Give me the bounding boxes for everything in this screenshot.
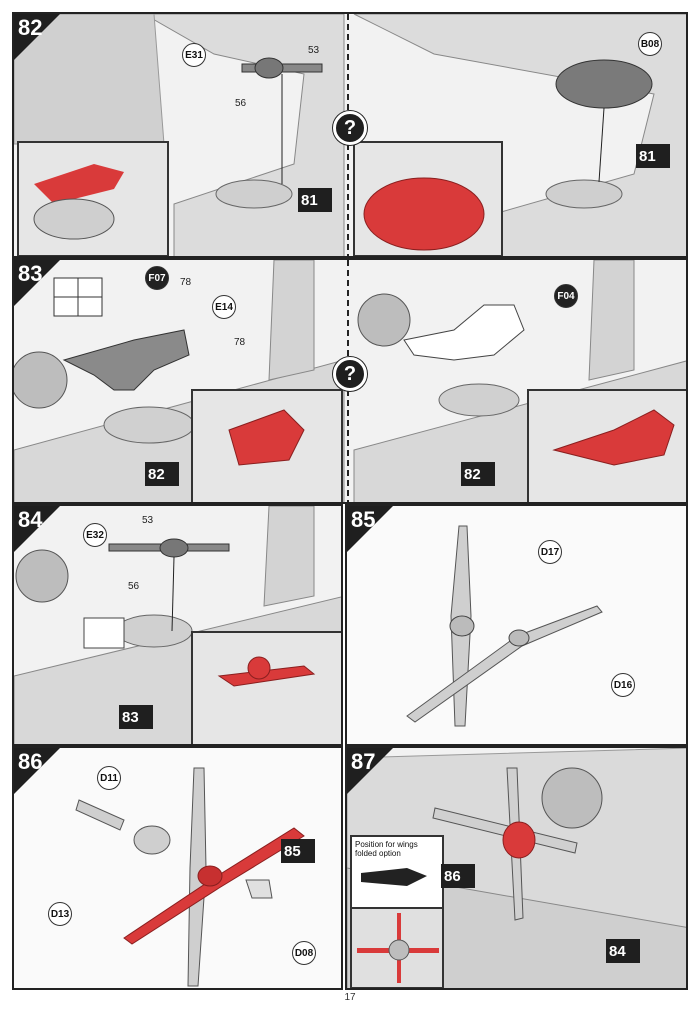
step-84-illustration xyxy=(14,506,341,744)
step-82-corner xyxy=(14,14,60,60)
ref-step-85: 85 xyxy=(281,839,315,863)
step-86-corner xyxy=(14,748,60,794)
callout-e31: E31 xyxy=(182,43,206,67)
callout-d17: D17 xyxy=(538,540,562,564)
ref-step-84: 84 xyxy=(606,939,640,963)
callout-e32: E32 xyxy=(83,523,107,547)
step-87-panel: 87 Position for wings folded option 86 8… xyxy=(345,746,688,990)
ref-step-83: 83 xyxy=(119,705,153,729)
wings-folded-note: Position for wings folded option xyxy=(355,840,418,858)
callout-f07: F07 xyxy=(145,266,169,290)
callout-d11: D11 xyxy=(97,766,121,790)
question-icon: ? xyxy=(333,111,367,145)
part-number-53: 53 xyxy=(142,515,154,526)
step-82-illustration xyxy=(14,14,686,256)
step-84-panel: 84 E32 53 56 83 xyxy=(12,504,343,746)
ref-step-82: 82 xyxy=(461,462,495,486)
step-85-illustration xyxy=(406,525,603,727)
part-number-78: 78 xyxy=(180,277,192,288)
part-number-53: 53 xyxy=(308,45,320,56)
step-85-corner xyxy=(347,506,393,552)
page-number: 17 xyxy=(344,992,356,1003)
step-83-number: 83 xyxy=(18,261,43,286)
question-icon: ? xyxy=(333,357,367,391)
part-number-56: 56 xyxy=(128,581,140,592)
ref-step-86: 86 xyxy=(441,864,475,888)
step-86-panel: 86 D11 D13 D08 85 xyxy=(12,746,343,990)
step-86-number: 86 xyxy=(18,749,43,774)
callout-d08: D08 xyxy=(292,941,316,965)
part-number-78: 78 xyxy=(234,337,246,348)
step-85-number: 85 xyxy=(351,507,376,532)
callout-d16: D16 xyxy=(611,673,635,697)
ref-step-81: 81 xyxy=(298,188,332,212)
step-87-corner xyxy=(347,748,393,794)
step-83-panel: 83 ? F07 78 E14 78 F04 82 82 xyxy=(12,258,688,504)
step-84-corner xyxy=(14,506,60,552)
part-number-56: 56 xyxy=(235,98,247,109)
callout-d13: D13 xyxy=(48,902,72,926)
step-83-illustration xyxy=(14,260,686,502)
ref-step-81: 81 xyxy=(636,144,670,168)
step-87-number: 87 xyxy=(351,749,376,774)
step-86-illustration xyxy=(75,767,305,987)
callout-f04: F04 xyxy=(554,284,578,308)
step-85-panel: 85 D17 D16 xyxy=(345,504,688,746)
step-82-number: 82 xyxy=(18,15,43,40)
step-83-corner xyxy=(14,260,60,306)
callout-e14: E14 xyxy=(212,295,236,319)
step-87-illustration xyxy=(347,748,686,988)
callout-b08: B08 xyxy=(638,32,662,56)
step-84-number: 84 xyxy=(18,507,43,532)
ref-step-82: 82 xyxy=(145,462,179,486)
step-82-panel: 82 ? E31 53 56 B08 81 81 xyxy=(12,12,688,258)
